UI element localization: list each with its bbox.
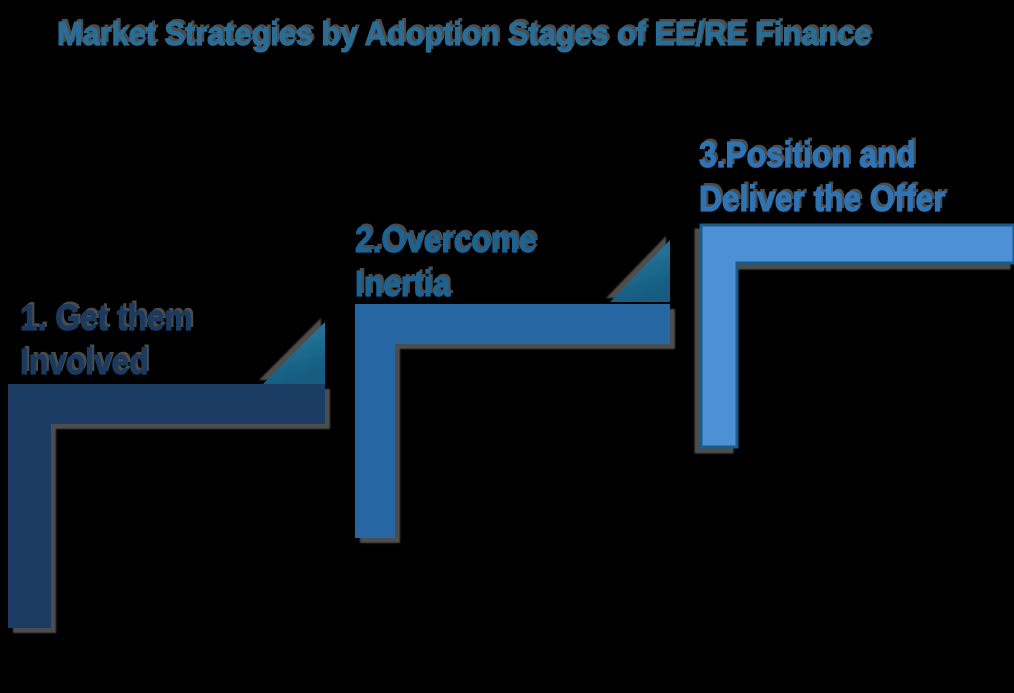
page-title: Market Strategies by Adoption Stages of …: [56, 14, 932, 54]
step2-label: 2.Overcome Inertia: [354, 218, 561, 306]
page-title-text: Market Strategies by Adoption Stages of …: [56, 14, 872, 52]
step1-label-text: 1. Get them Involved: [19, 296, 193, 382]
step3-label-text: 3.Position and Deliver the Offer: [698, 133, 946, 219]
step2-label-text: 2.Overcome Inertia: [354, 218, 537, 304]
step1-arrow-tip-icon: [263, 322, 325, 384]
step3-label: 3.Position and Deliver the Offer: [698, 133, 979, 221]
step3-shape: [699, 223, 1014, 449]
step2-shape: [355, 304, 670, 538]
step1-shape: [8, 384, 325, 628]
step1-label: 1. Get them Involved: [19, 296, 216, 384]
step2-arrow-tip-icon: [610, 240, 670, 302]
